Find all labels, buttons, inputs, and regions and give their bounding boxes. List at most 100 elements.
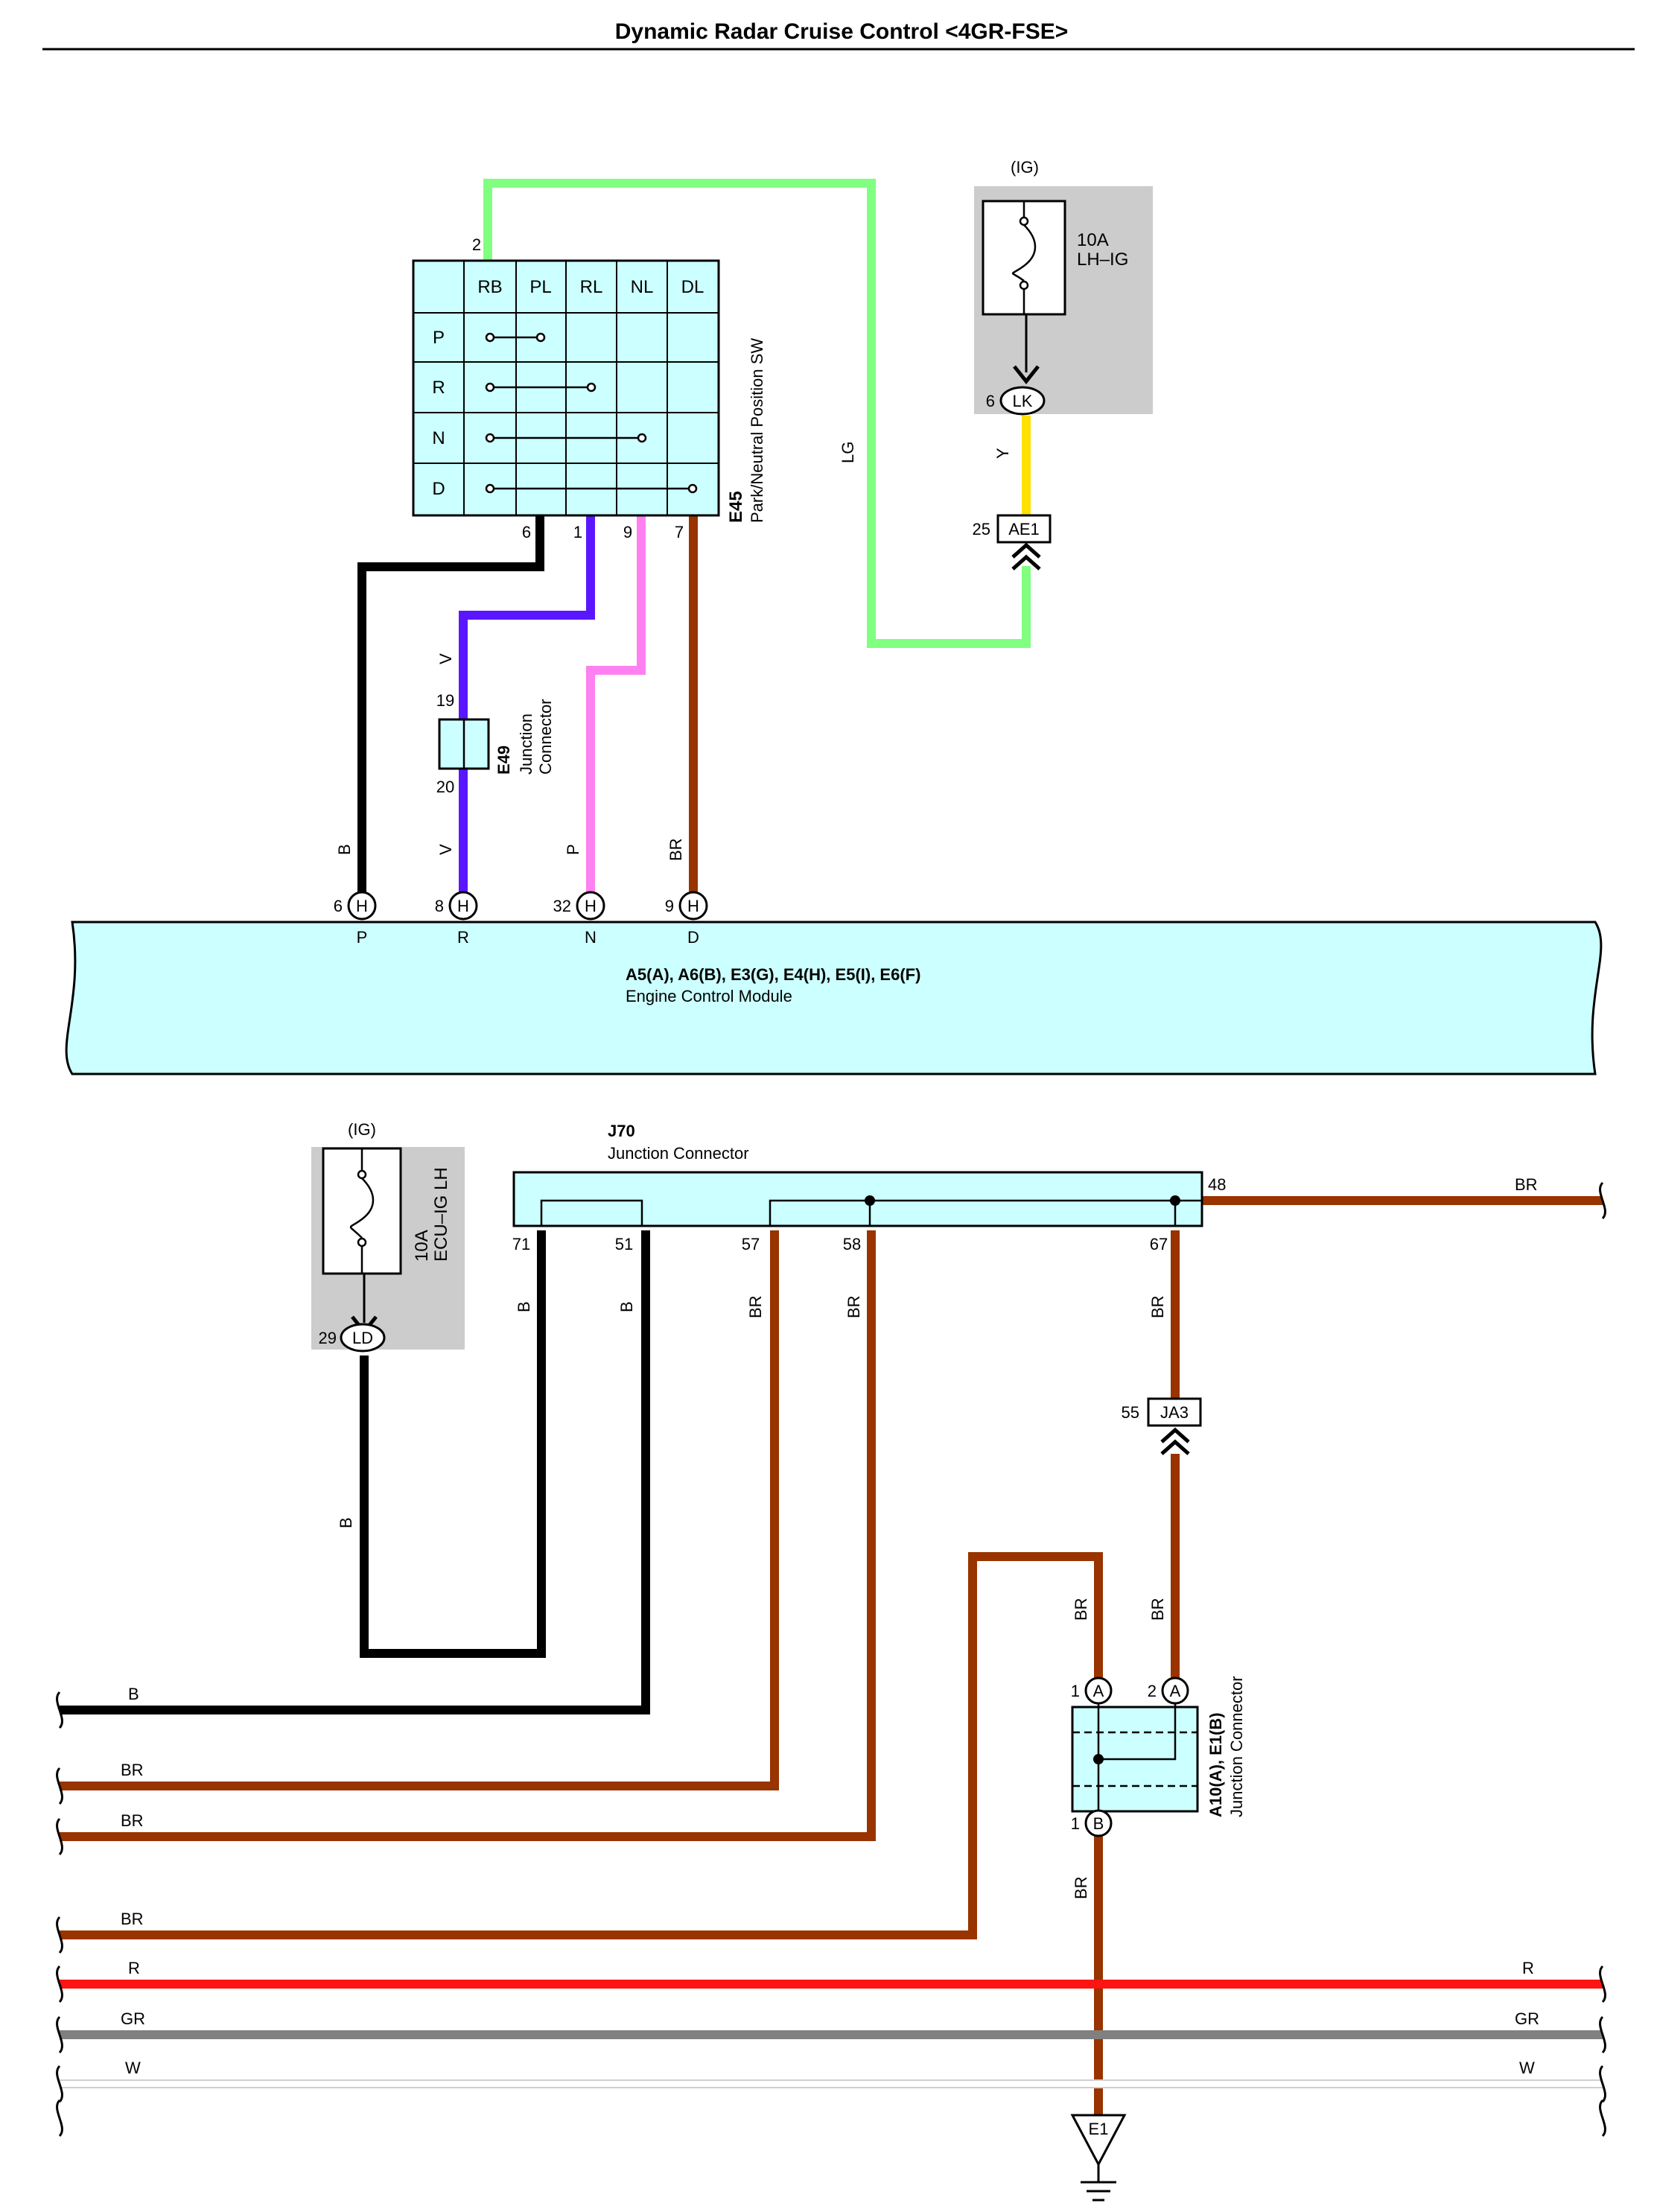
wire-b-ld xyxy=(360,1230,546,1658)
wire-label-v-lower: V xyxy=(436,844,455,855)
wire-label-br-57: BR xyxy=(746,1295,765,1318)
ecm-pin-r: 8 H R xyxy=(435,891,478,947)
j70-pin-71: 71 xyxy=(512,1235,530,1253)
diagram-title: Dynamic Radar Cruise Control <4GR-FSE> xyxy=(615,19,1069,44)
pnp-pin-top: 2 xyxy=(472,235,481,254)
break-marks-left xyxy=(56,1691,63,2138)
ae1-pin: 25 xyxy=(973,520,990,538)
a10-conn-a1: A xyxy=(1093,1682,1104,1700)
pnp-pin-9: 9 xyxy=(623,523,632,541)
e49-code: E49 xyxy=(494,746,513,775)
fuse-lh-ig-element xyxy=(1011,224,1037,282)
ja3-chevron xyxy=(1160,1427,1190,1455)
pnp-row-d: D xyxy=(432,479,445,499)
wire-br-loop xyxy=(60,1552,1103,1939)
pnp-col-pl: PL xyxy=(529,277,551,297)
ecm-pin-func: R xyxy=(457,928,469,947)
fuse-lh-ig-pin: 6 xyxy=(986,392,995,410)
e49-pin-19: 19 xyxy=(436,691,454,710)
wire-label-right-w: W xyxy=(1519,2059,1535,2077)
ecm-pin-num: 32 xyxy=(553,897,571,915)
ecm-pin-func: D xyxy=(687,928,699,947)
wire-label-br-58: BR xyxy=(845,1295,863,1318)
a10-codes: A10(A), E1(B) xyxy=(1206,1712,1225,1817)
wire-lg-path xyxy=(483,179,1031,648)
wire-label-br-ecm: BR xyxy=(667,838,685,861)
connector-lk xyxy=(999,386,1046,416)
fuse-ecu-ig-pin: 29 xyxy=(319,1329,337,1347)
pnp-col-dl: DL xyxy=(681,277,704,297)
wire-label-v-upper: V xyxy=(436,653,455,664)
j70-pin-58: 58 xyxy=(843,1235,861,1253)
wire-label-b-71: B xyxy=(515,1301,533,1312)
ecm-pin-func: N xyxy=(585,928,597,947)
wire-label-p-ecm: P xyxy=(564,844,582,855)
engine-control-module: A5(A), A6(B), E3(G), E4(H), E5(I), E6(F)… xyxy=(65,921,1603,1075)
a10-pin-a2: 2 xyxy=(1148,1682,1157,1700)
ecm-pin-conn: H xyxy=(687,897,699,915)
wire-label-b-51: B xyxy=(617,1301,636,1312)
ecm-pin-num: 8 xyxy=(435,897,444,915)
wire-label-right-gr: GR xyxy=(1515,2009,1539,2028)
wire-label-left-br2: BR xyxy=(121,1811,144,1830)
fuse-ecu-ig-supply: (IG) xyxy=(348,1120,376,1139)
wire-label-left-gr: GR xyxy=(121,2009,145,2028)
pnp-code: E45 xyxy=(726,491,746,523)
fuse-lh-ig: (IG) 10A LH–IG 6 LK xyxy=(974,158,1153,416)
connector-ae1: 25 AE1 xyxy=(973,514,1052,571)
a10-conn-b1: B xyxy=(1093,1814,1104,1833)
wire-label-br-a2: BR xyxy=(1148,1598,1167,1621)
e49-name-2: Connector xyxy=(536,699,555,775)
wire-label-br-67: BR xyxy=(1148,1295,1167,1318)
wire-b-51 xyxy=(60,1230,650,1714)
j70-splice-58 xyxy=(865,1195,875,1206)
ecm-pin-n: 32 H N xyxy=(553,891,605,947)
a10-name: Junction Connector xyxy=(1227,1676,1246,1817)
ja3-pin: 55 xyxy=(1122,1403,1139,1422)
wire-p-ecm xyxy=(586,514,646,892)
pnp-switch: RB PL RL NL DL P R N D 2 6 1 9 7 E45 Par… xyxy=(412,235,766,541)
j70-pin-57: 57 xyxy=(742,1235,760,1253)
ae1-chevron xyxy=(1011,542,1041,571)
connector-ld xyxy=(340,1323,386,1353)
fuse-ecu-ig-rating: 10A xyxy=(412,1230,432,1262)
wire-br-58 xyxy=(60,1230,876,1841)
j70-name: Junction Connector xyxy=(608,1144,749,1163)
wire-label-left-br3: BR xyxy=(121,1910,144,1928)
ae1-label: AE1 xyxy=(1008,520,1040,538)
ground-label: E1 xyxy=(1089,2120,1109,2138)
wire-lg xyxy=(483,179,1031,648)
j70-pin-67: 67 xyxy=(1150,1235,1168,1253)
a10-pin-b1: 1 xyxy=(1071,1814,1080,1833)
wire-label-right-r: R xyxy=(1522,1959,1534,1977)
j70-pin-51: 51 xyxy=(615,1235,633,1253)
wire-label-b-ecm: B xyxy=(335,844,354,855)
e49-pin-20: 20 xyxy=(436,778,454,796)
fuse-ecu-ig-name: ECU–IG LH xyxy=(431,1167,451,1262)
a10-splice xyxy=(1093,1754,1104,1764)
fuse-lh-ig-supply: (IG) xyxy=(1011,158,1039,177)
wire-label-b-ld: B xyxy=(337,1517,355,1528)
fuse-ecu-ig-lh: (IG) 10A ECU–IG LH 29 LD xyxy=(311,1120,465,1353)
wire-label-y: Y xyxy=(993,448,1012,459)
fuse-lh-ig-arrow xyxy=(1013,365,1040,385)
pnp-pin-6: 6 xyxy=(522,523,531,541)
junction-a10-e1: 1 A 2 A 1 B A10(A), E1(B) Junction Conne… xyxy=(1071,1676,1246,1837)
ground-e1: E1 xyxy=(1070,2114,1127,2202)
ecm-pin-func: P xyxy=(357,928,368,947)
wire-label-left-br1: BR xyxy=(121,1761,144,1779)
e49-name-1: Junction xyxy=(517,714,535,775)
wire-label-left-b: B xyxy=(128,1685,139,1703)
j70-splice-67 xyxy=(1170,1195,1180,1206)
wire-label-left-r: R xyxy=(128,1959,140,1977)
ecm-pin-p: 6 H P xyxy=(334,891,377,947)
connector-ld-label: LD xyxy=(352,1329,373,1347)
break-marks-right xyxy=(1599,1181,1606,2138)
wire-label-left-w: W xyxy=(125,2059,141,2077)
ecm-pin-num: 9 xyxy=(665,897,674,915)
pnp-col-nl: NL xyxy=(631,277,654,297)
ecm-pin-conn: H xyxy=(585,897,597,915)
connector-lk-label: LK xyxy=(1013,392,1033,410)
ecm-pin-conn: H xyxy=(356,897,368,915)
